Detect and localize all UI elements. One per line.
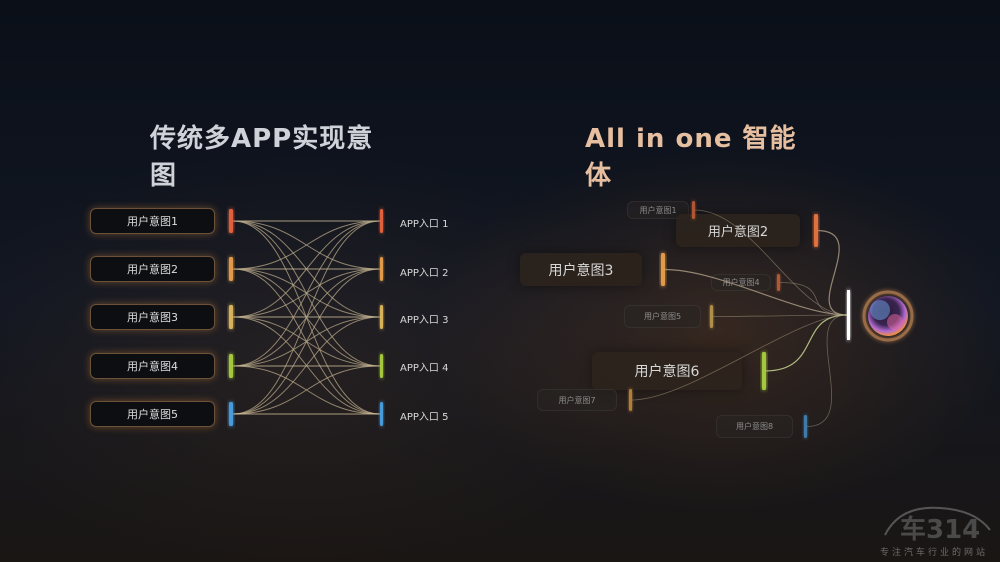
right-intent-box: 用户意图6 [592, 352, 742, 390]
right-intent-box: 用户意图5 [624, 305, 701, 328]
agent-orb-icon [862, 290, 914, 342]
app-entry-bar [380, 209, 383, 233]
right-intent-bar [629, 389, 632, 411]
left-connection-curve [232, 220, 381, 367]
app-entry-label: APP入口 4 [400, 363, 449, 374]
right-intent-box: 用户意图4 [711, 274, 771, 291]
left-intent-bar [229, 305, 233, 329]
right-connection-line [816, 229, 848, 316]
left-connection-curve [232, 268, 381, 415]
right-intent-box: 用户意图8 [716, 415, 793, 438]
right-connection-lines [631, 209, 848, 427]
left-connection-curves [232, 220, 381, 415]
left-connection-curve [232, 220, 381, 270]
left-intent-box: 用户意图4 [90, 353, 215, 379]
right-intent-bar [710, 305, 713, 328]
left-intent-box: 用户意图5 [90, 401, 215, 427]
agent-input-bar [847, 290, 850, 340]
watermark-logo-text: 车314 [900, 514, 980, 545]
left-title: 传统多APP实现意图 [150, 124, 374, 191]
app-entry-bar [380, 305, 383, 329]
left-indicator-bars [229, 209, 383, 426]
right-connection-line [663, 268, 848, 316]
right-intent-box: 用户意图7 [537, 389, 617, 411]
watermark-logo-icon: 车314 [884, 506, 991, 545]
left-connection-curve [232, 220, 381, 318]
right-intent-box: 用户意图2 [676, 214, 800, 247]
right-intent-box: 用户意图1 [627, 201, 689, 219]
app-entry-label: APP入口 3 [400, 315, 449, 326]
right-connection-line [806, 314, 848, 427]
right-intent-bar [814, 214, 818, 247]
left-intent-bar [229, 209, 233, 233]
right-connection-line [779, 282, 848, 316]
left-intent-bar [229, 402, 233, 426]
app-entry-bar [380, 257, 383, 281]
right-intent-bar [777, 274, 780, 291]
right-connection-line [712, 314, 848, 317]
right-connection-line [694, 209, 848, 316]
app-entry-bar [380, 402, 383, 426]
watermark-tagline: 专注汽车行业的网站 [880, 548, 989, 558]
app-entry-label: APP入口 5 [400, 412, 449, 423]
app-entry-label: APP入口 2 [400, 268, 449, 279]
right-intent-box: 用户意图3 [520, 253, 642, 286]
app-entry-label: APP入口 1 [400, 219, 449, 230]
left-intent-box: 用户意图1 [90, 208, 215, 234]
left-connection-curve [232, 316, 381, 415]
left-connection-curve [232, 220, 381, 415]
left-intent-bar [229, 354, 233, 378]
left-intent-box: 用户意图3 [90, 304, 215, 330]
left-connection-curve [232, 365, 381, 415]
right-intent-bar [804, 415, 807, 438]
left-intent-box: 用户意图2 [90, 256, 215, 282]
left-intent-bar [229, 257, 233, 281]
right-intent-bar [762, 352, 766, 390]
app-entry-bar [380, 354, 383, 378]
right-intent-bar [661, 253, 665, 286]
right-title: All in one 智能体 [585, 124, 797, 191]
right-connection-line [764, 314, 848, 372]
right-intent-bar [692, 201, 695, 219]
right-connection-line [631, 314, 848, 401]
right-indicator-bars [629, 201, 818, 438]
